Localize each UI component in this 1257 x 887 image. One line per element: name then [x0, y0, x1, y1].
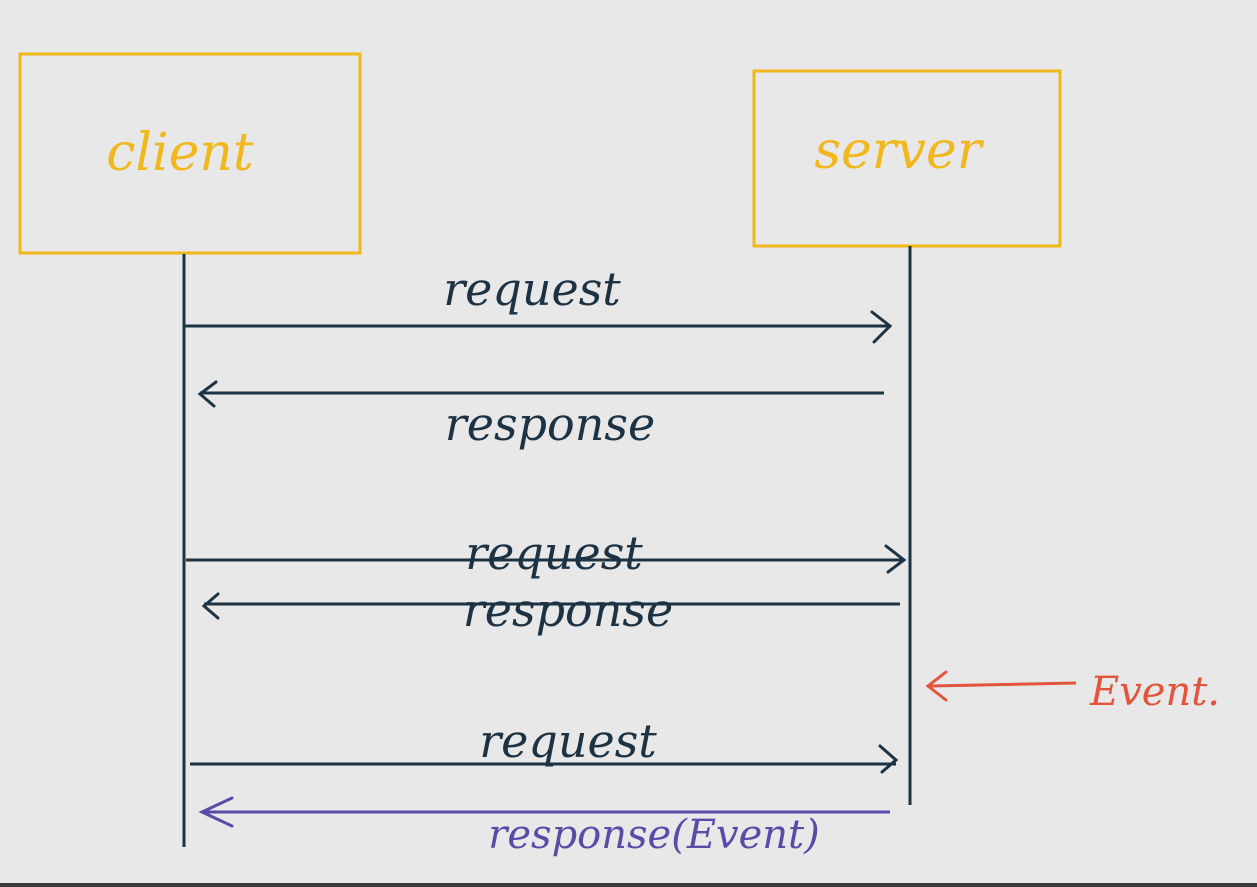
response-event-arrowhead: [198, 796, 234, 828]
response-arrowhead-1: [197, 380, 218, 408]
bottom-border: [0, 883, 1257, 887]
server-label: server: [814, 121, 984, 181]
client-label: client: [106, 123, 254, 183]
request-arrowhead-2: [884, 544, 907, 574]
request-label-3: request: [479, 714, 657, 768]
server-box: [752, 69, 1062, 248]
event-arrowhead: [925, 670, 948, 702]
event-arrow: [929, 681, 1077, 688]
response-event-label: response(Event): [488, 812, 819, 858]
client-box: [18, 52, 362, 255]
request-label-1: request: [443, 262, 621, 316]
response-arrowhead-2: [201, 592, 220, 620]
response-label-1: response: [445, 397, 655, 451]
request-arrowhead-3: [878, 744, 899, 774]
request-arrowhead-1: [870, 310, 893, 344]
request-label-2: request: [465, 526, 643, 580]
event-label: Event.: [1089, 669, 1220, 715]
response-label-2: response: [463, 583, 673, 637]
